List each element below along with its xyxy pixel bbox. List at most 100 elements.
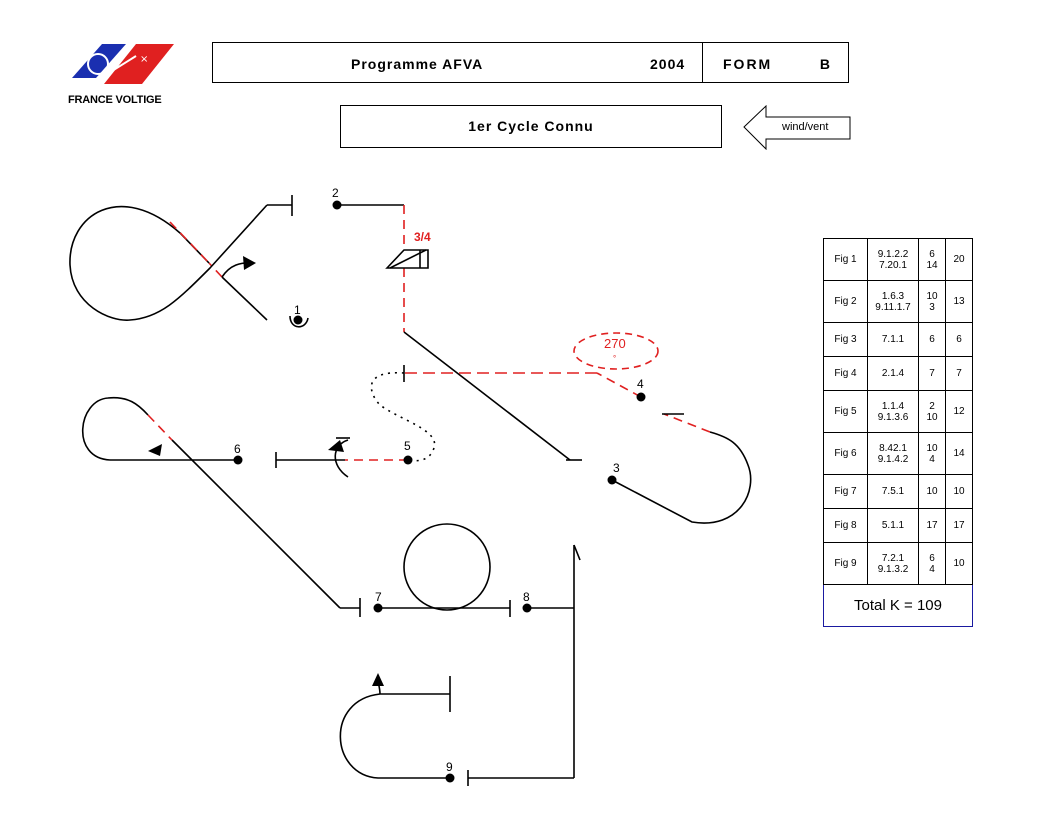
table-row: Fig 4 2.1.4 7 7	[823, 356, 973, 391]
table-row: Fig 8 5.1.1 17 17	[823, 508, 973, 543]
fig6-arrowhead	[148, 444, 162, 456]
fig9-label: 9	[446, 760, 453, 774]
table-total-row: Total K = 109	[823, 584, 973, 627]
fig9-arrowhead	[372, 673, 384, 686]
fig1-label: 1	[294, 303, 301, 317]
total-cell: 6	[945, 322, 973, 357]
fig5-start-dot	[403, 455, 413, 465]
fig8-start-dot	[522, 603, 532, 613]
programme-title: Programme AFVA	[351, 56, 484, 72]
fig5-dotted-curve	[370, 372, 436, 462]
wind-label: wind/vent	[782, 121, 829, 133]
fig1-start-dot	[293, 315, 303, 325]
fig1-exit-line	[221, 276, 268, 321]
fig3-turn	[611, 431, 752, 524]
fig4-start-dot	[636, 392, 646, 402]
fig5-roll-arrow	[334, 439, 349, 478]
k-cell: 17	[918, 508, 946, 543]
fig4-angle-ellipse	[573, 332, 659, 370]
fig-cell: Fig 3	[823, 322, 868, 357]
header-divider	[702, 43, 703, 82]
fig1-dashed-cross	[208, 262, 223, 278]
wind-arrow-icon	[743, 105, 851, 150]
total-cell: 10	[945, 542, 973, 585]
total-cell: 20	[945, 238, 973, 281]
code-cell: 7.1.1	[867, 322, 919, 357]
fig-cell: Fig 1	[823, 238, 868, 281]
total-cell: 14	[945, 432, 973, 475]
fig6-label: 6	[234, 442, 241, 456]
fig-cell: Fig 4	[823, 356, 868, 391]
programme-year: 2004	[650, 56, 686, 72]
fig3-dashed	[663, 413, 711, 433]
fig8-label: 8	[523, 590, 530, 604]
svg-text:×: ×	[140, 54, 148, 65]
programme-header: Programme AFVA 2004 FORM B	[212, 42, 849, 83]
fig5-arrowhead	[328, 440, 344, 452]
logo-text: FRANCE VOLTIGE	[68, 94, 162, 106]
fig5-label: 5	[404, 439, 411, 453]
fig3-label: 3	[613, 461, 620, 475]
cycle-title: 1er Cycle Connu	[340, 105, 722, 148]
total-cell: 13	[945, 280, 973, 323]
fig6-diag	[171, 439, 341, 609]
total-k: Total K = 109	[823, 584, 973, 627]
fig2-start-dot	[332, 200, 342, 210]
fig3-start-dot	[607, 475, 617, 485]
k-cell: 6	[918, 322, 946, 357]
fig7-loop	[403, 523, 491, 611]
total-cell: 17	[945, 508, 973, 543]
fig9-start-dot	[445, 773, 455, 783]
code-cell: 5.1.1	[867, 508, 919, 543]
angle-unit: °	[613, 354, 616, 363]
fig-cell: Fig 8	[823, 508, 868, 543]
form-label: FORM B	[723, 56, 832, 72]
fig8-top-tick	[573, 544, 581, 561]
code-cell: 2.1.4	[867, 356, 919, 391]
fig-cell: Fig 2	[823, 280, 868, 323]
table-row: Fig 3 7.1.1 6 6	[823, 322, 973, 357]
roll-fraction-label: 3/4	[414, 230, 431, 244]
fig6-loop	[81, 396, 149, 461]
fig1-start-arc	[289, 315, 309, 328]
table-row: Fig 7 7.5.1 10 10	[823, 474, 973, 509]
total-cell: 12	[945, 390, 973, 433]
fig2-label: 2	[332, 186, 339, 200]
fig2-line-diag	[403, 331, 571, 461]
fig1-arrowhead	[243, 256, 256, 270]
fig9-half-loop	[339, 693, 450, 779]
k-cell: 7	[918, 356, 946, 391]
france-voltige-logo: × FRANCE VOLTIGE	[62, 40, 182, 110]
fig-cell: Fig 6	[823, 432, 868, 475]
fig6-start-dot	[233, 455, 243, 465]
fig4-dashed-diag	[596, 372, 642, 398]
code-cell: 7.5.1	[867, 474, 919, 509]
angle-label: 270	[604, 336, 626, 351]
fig4-label: 4	[637, 377, 644, 391]
total-cell: 10	[945, 474, 973, 509]
fig7-label: 7	[375, 590, 382, 604]
fig1-dashed-top	[169, 221, 210, 264]
fig-cell: Fig 7	[823, 474, 868, 509]
fig-cell: Fig 9	[823, 542, 868, 585]
fig1-loop	[69, 204, 268, 321]
fig-cell: Fig 5	[823, 390, 868, 433]
fig6-dashed	[147, 414, 173, 441]
total-cell: 7	[945, 356, 973, 391]
